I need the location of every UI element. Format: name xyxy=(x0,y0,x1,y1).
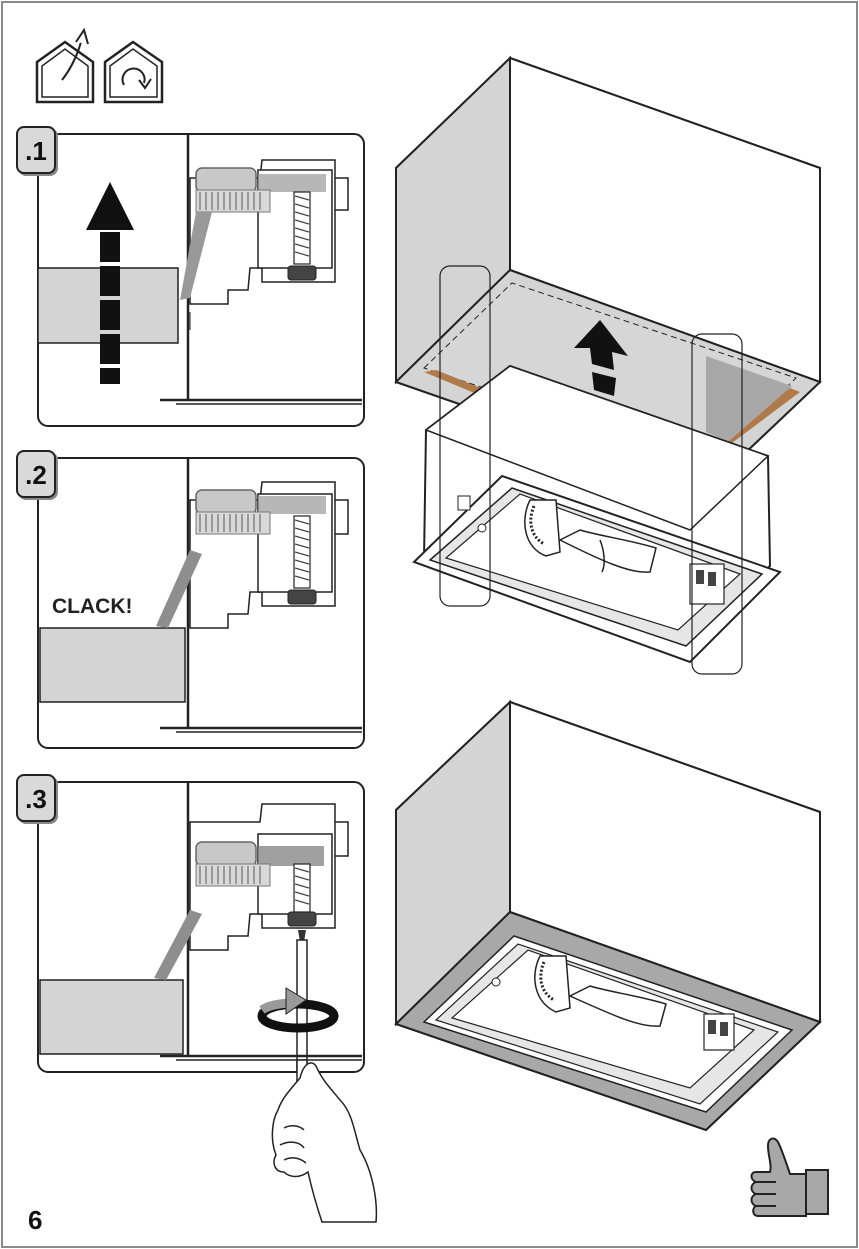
step3-panel xyxy=(38,782,364,1072)
house-exhaust-icon xyxy=(37,30,93,102)
hand-illustration xyxy=(272,1060,376,1222)
clack-sound-label: CLACK! xyxy=(52,595,132,619)
hood-installed-illustration xyxy=(396,702,820,1130)
step-badge-2: .2 xyxy=(16,450,56,498)
hood-installation-illustration xyxy=(396,58,820,674)
thumbs-up-icon xyxy=(752,1139,829,1216)
step1-panel xyxy=(38,134,364,426)
page-number: 6 xyxy=(28,1205,42,1236)
step-badge-1: .1 xyxy=(16,126,56,174)
step-badge-3: .3 xyxy=(16,774,56,822)
house-recirculation-icon xyxy=(105,42,162,102)
